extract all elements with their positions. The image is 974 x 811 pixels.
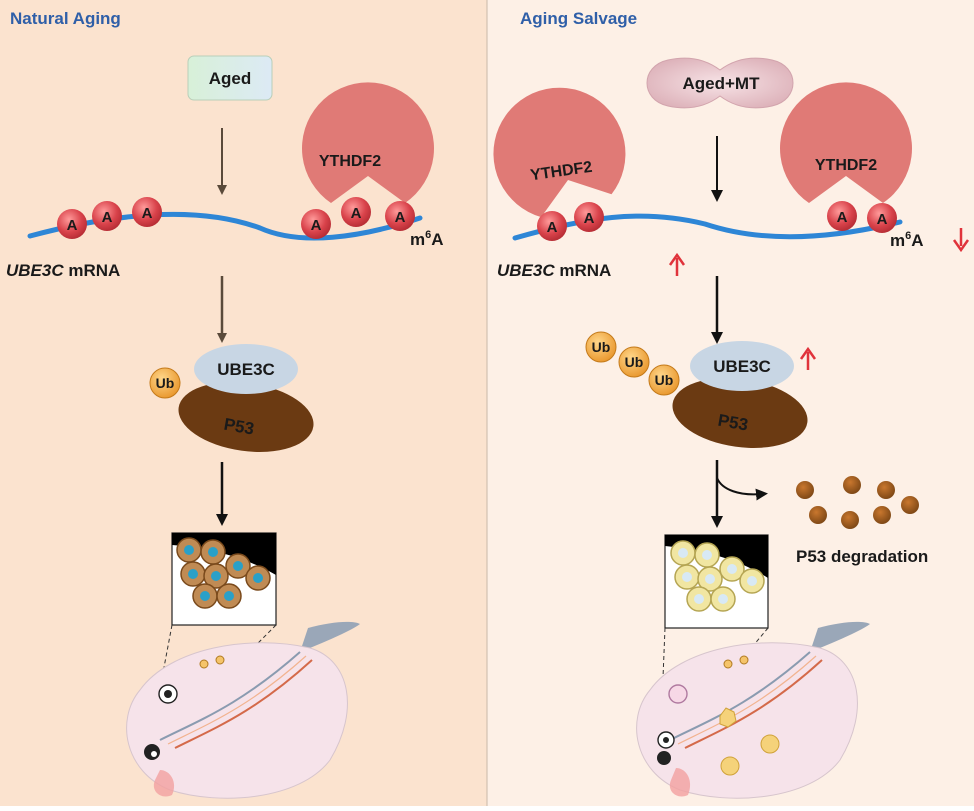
ythdf2-label-left: YTHDF2 <box>319 153 381 170</box>
healthy-cell <box>710 586 736 612</box>
aged-label: Aged <box>209 69 252 88</box>
p53-label-left: P53 <box>222 415 255 439</box>
ubiquitin-chain: Ub Ub Ub <box>585 331 680 396</box>
healthy-cell <box>697 566 723 592</box>
arrow-to-degradation <box>716 477 768 501</box>
mrna-increase-arrow-icon <box>668 252 686 276</box>
m6a-decrease-arrow-icon <box>952 228 970 253</box>
ythdf2-reader-right-1 <box>493 87 626 218</box>
senescent-cell <box>216 583 242 609</box>
senescent-cell <box>192 583 218 609</box>
svg-text:A: A <box>311 217 322 234</box>
ub-label-left: Ub <box>156 375 175 391</box>
adenosine-bead: A <box>574 202 604 232</box>
senescent-cell <box>225 553 251 579</box>
right-panel: Aging Salvage Aged+MT YTHDF2 YTHDF2 A A … <box>493 9 970 799</box>
ythdf2-reader-right-2 <box>780 82 913 203</box>
senescent-cell <box>245 565 271 591</box>
ube3c-increase-arrow-icon <box>799 346 817 370</box>
svg-text:A: A <box>837 209 848 226</box>
ovary-illustration-left <box>126 621 360 799</box>
adenosine-bead: A <box>57 209 87 239</box>
left-panel-title: Natural Aging <box>10 9 121 28</box>
senescent-cell <box>203 563 229 589</box>
ube3c-mrna-label-left: UBE3C mRNA <box>6 261 120 280</box>
ythdf2-label-right-2: YTHDF2 <box>815 157 877 174</box>
p53-label-right: P53 <box>716 411 749 435</box>
svg-text:Ub: Ub <box>655 372 674 388</box>
senescent-cell <box>180 561 206 587</box>
ube3c-ligase-right <box>690 341 794 391</box>
adenosine-bead: A <box>301 209 331 239</box>
svg-text:A: A <box>584 210 595 227</box>
ube3c-label-right: UBE3C <box>713 357 771 376</box>
aged-mt-label: Aged+MT <box>683 74 761 93</box>
ythdf2-reader-left <box>302 82 434 203</box>
right-panel-title: Aging Salvage <box>520 9 637 28</box>
svg-text:A: A <box>102 209 113 226</box>
adenosine-bead: A <box>867 203 897 233</box>
healthy-cell <box>670 540 696 566</box>
ube3c-ligase-left <box>194 344 298 394</box>
adenosine-bead: A <box>827 201 857 231</box>
svg-text:A: A <box>351 205 362 222</box>
healthy-cell <box>674 564 700 590</box>
adenosine-bead: A <box>92 201 122 231</box>
p53-fragments <box>796 476 919 529</box>
p53-degradation-label: P53 degradation <box>796 547 928 566</box>
svg-text:A: A <box>877 211 888 228</box>
p53-protein-right <box>672 378 808 448</box>
svg-text:A: A <box>67 217 78 234</box>
aged-cells-inset <box>171 532 277 626</box>
healthy-cell <box>739 568 765 594</box>
healthy-cell <box>719 556 745 582</box>
aged-mt-pill <box>646 57 794 109</box>
svg-text:A: A <box>142 205 153 222</box>
healthy-cell <box>686 586 712 612</box>
m6a-label-right: m6A <box>890 230 924 250</box>
m6a-label-left: m6A <box>410 229 444 249</box>
left-panel: Natural Aging Aged YTHDF2 A A A A A <box>6 9 444 799</box>
adenosine-bead: A <box>537 211 567 241</box>
ovary-illustration-right <box>636 621 870 799</box>
aged-box <box>187 55 273 101</box>
healthy-cell <box>694 542 720 568</box>
senescent-cell <box>200 539 226 565</box>
svg-text:Ub: Ub <box>592 339 611 355</box>
svg-text:A: A <box>395 209 406 226</box>
ubiquitin-left <box>149 367 181 399</box>
p53-protein-left <box>178 382 314 452</box>
adenosine-bead: A <box>341 197 371 227</box>
svg-text:A: A <box>547 219 558 236</box>
adenosine-bead: A <box>132 197 162 227</box>
svg-text:Ub: Ub <box>625 354 644 370</box>
ube3c-mrna-label-right: UBE3C mRNA <box>497 261 611 280</box>
senescent-cell <box>176 537 202 563</box>
ube3c-label-left: UBE3C <box>217 360 275 379</box>
adenosine-bead: A <box>385 201 415 231</box>
rescued-cells-inset <box>664 534 769 629</box>
